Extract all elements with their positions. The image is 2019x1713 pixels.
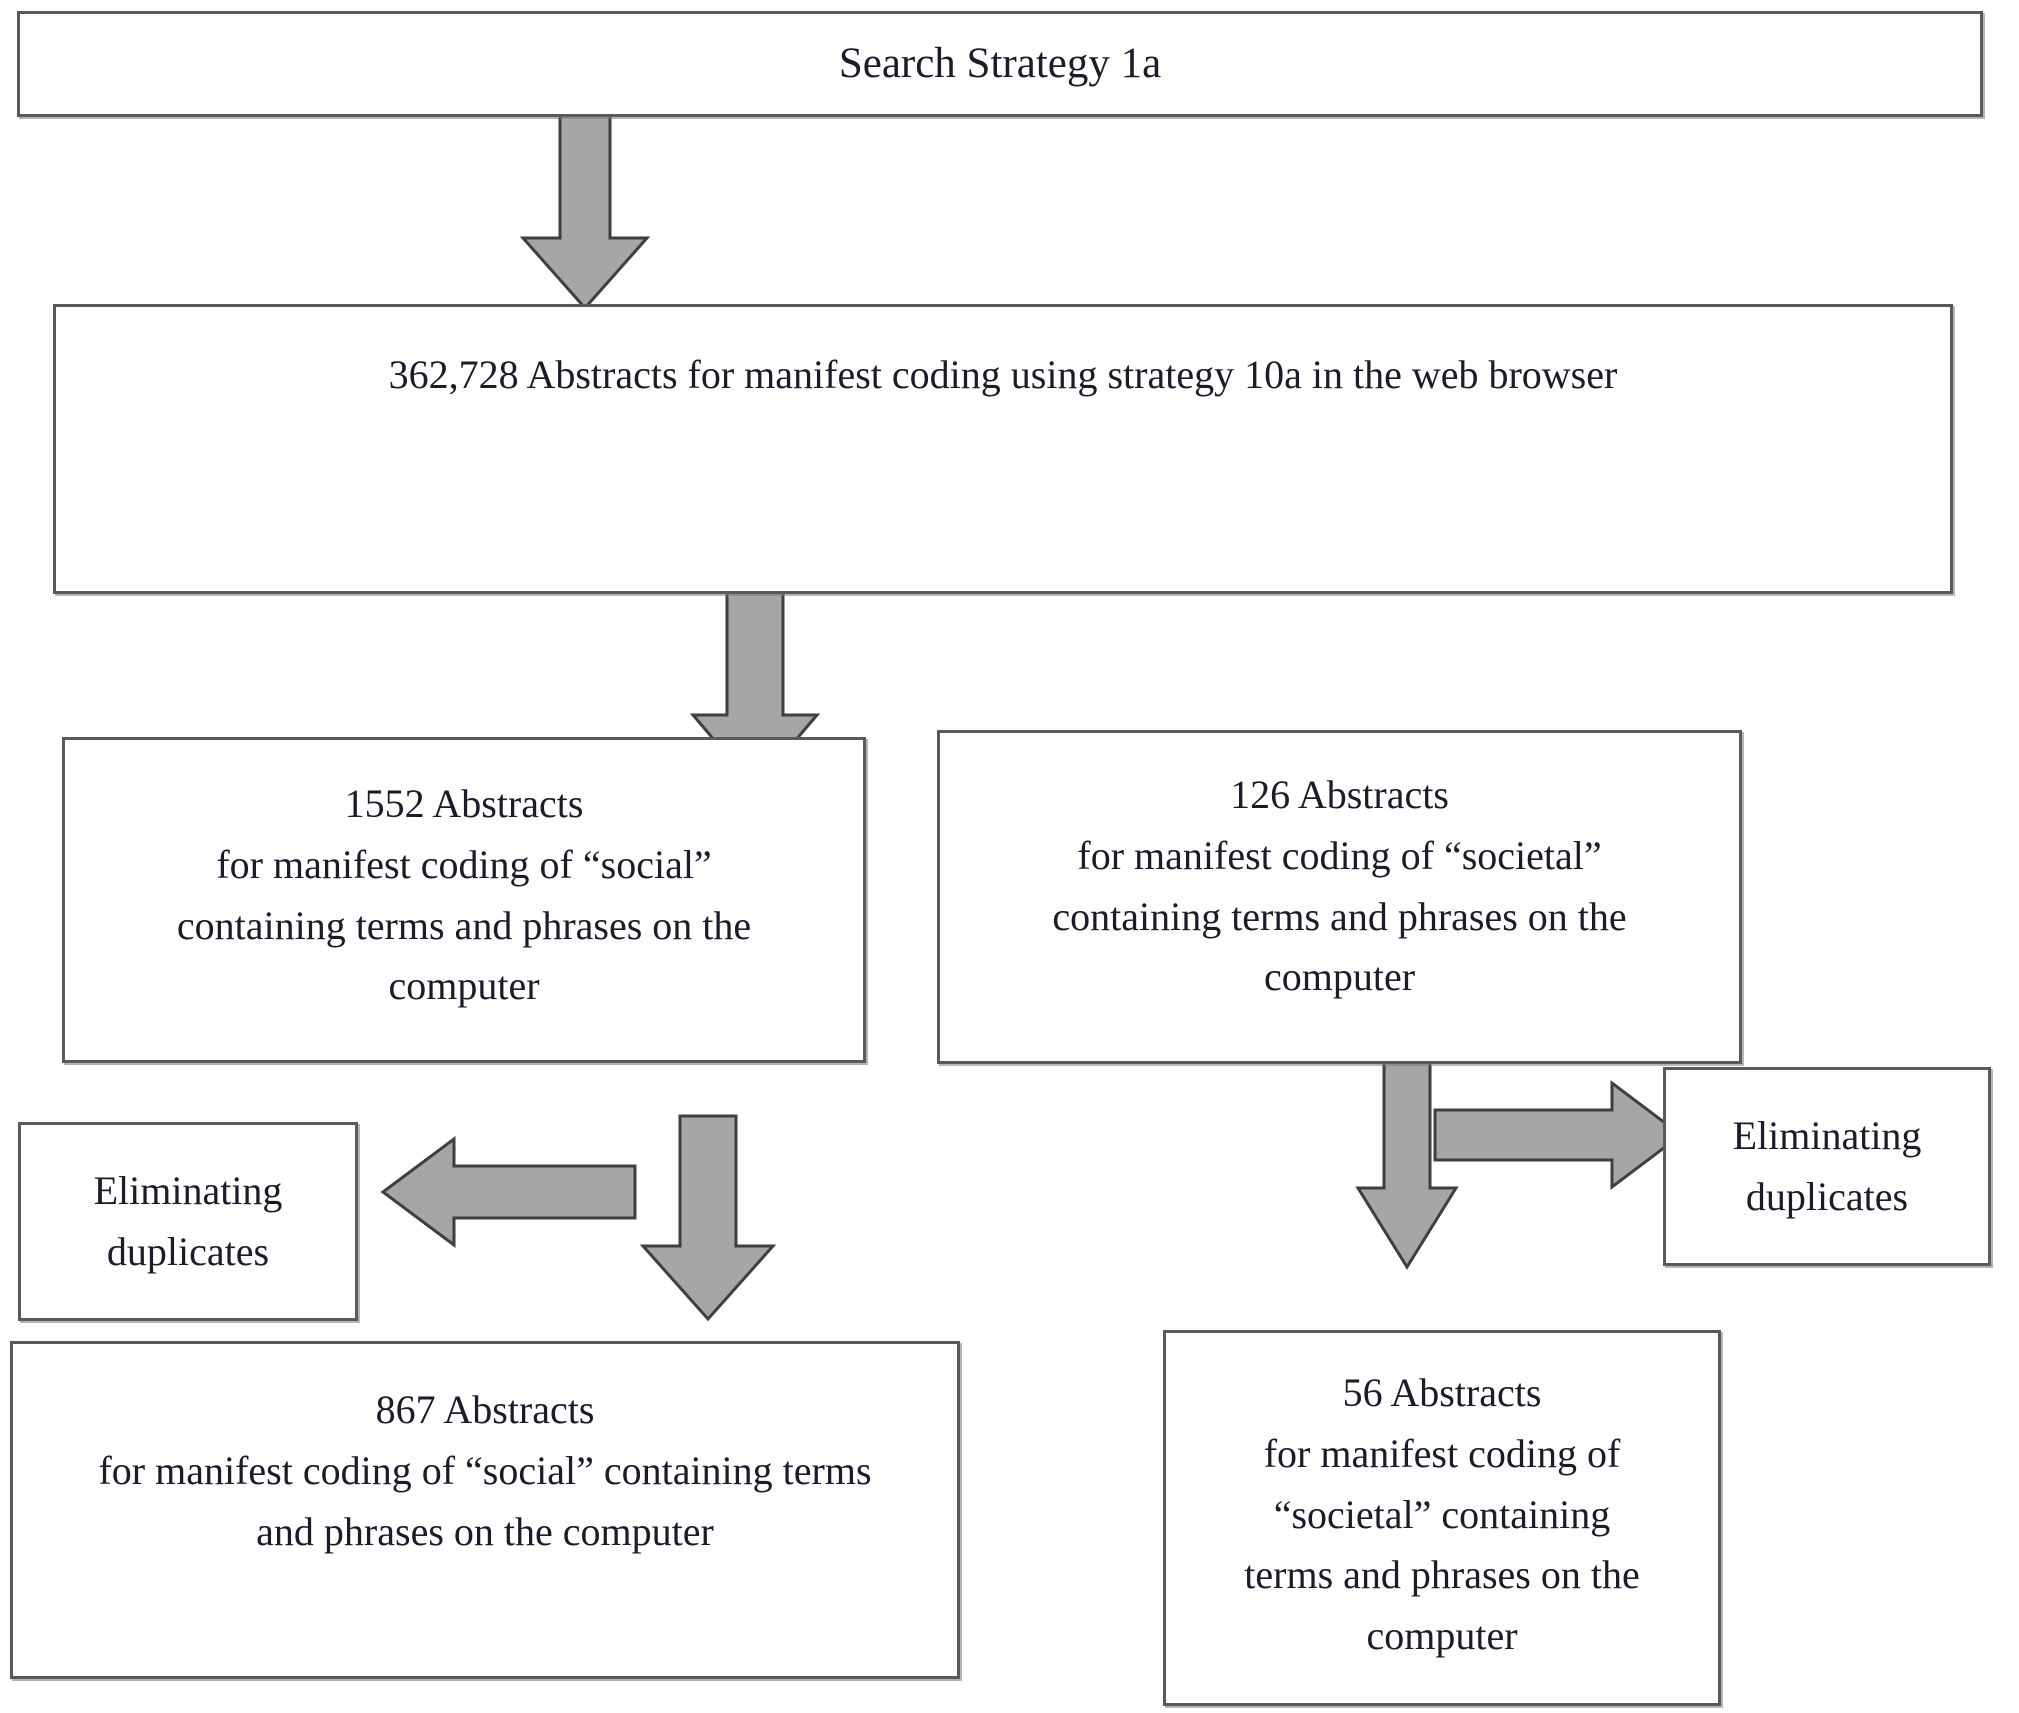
- node-abstracts-total-label: 362,728 Abstracts for manifest coding us…: [388, 352, 1618, 397]
- node-social-1552: 1552 Abstracts for manifest coding of “s…: [62, 737, 866, 1063]
- arrow-left-social-to-eliminating-duplicates: [380, 1136, 638, 1248]
- node-societal-56-label: 56 Abstracts for manifest coding of “soc…: [1244, 1370, 1640, 1659]
- node-abstracts-total: 362,728 Abstracts for manifest coding us…: [53, 304, 1953, 594]
- arrow-down-social-to-867: [639, 1114, 777, 1322]
- node-societal-126: 126 Abstracts for manifest coding of “so…: [937, 730, 1742, 1064]
- node-social-867: 867 Abstracts for manifest coding of “so…: [10, 1341, 960, 1679]
- node-eliminating-duplicates-right-label: Eliminating duplicates: [1732, 1112, 1922, 1219]
- node-societal-56: 56 Abstracts for manifest coding of “soc…: [1163, 1330, 1721, 1706]
- node-eliminating-duplicates-left-label: Eliminating duplicates: [93, 1167, 283, 1274]
- arrow-down-strategy-to-total: [519, 108, 651, 311]
- node-social-867-label: 867 Abstracts for manifest coding of “so…: [98, 1387, 872, 1554]
- node-search-strategy-label: Search Strategy 1a: [838, 40, 1162, 88]
- node-search-strategy: Search Strategy 1a: [17, 11, 1983, 117]
- arrow-down-societal-to-56: [1355, 1053, 1459, 1270]
- node-societal-126-label: 126 Abstracts for manifest coding of “so…: [1052, 772, 1627, 1000]
- node-eliminating-duplicates-left: Eliminating duplicates: [18, 1122, 358, 1321]
- node-eliminating-duplicates-right: Eliminating duplicates: [1663, 1067, 1991, 1266]
- node-social-1552-label: 1552 Abstracts for manifest coding of “s…: [176, 781, 752, 1009]
- arrow-right-societal-to-eliminating-duplicates: [1432, 1079, 1684, 1191]
